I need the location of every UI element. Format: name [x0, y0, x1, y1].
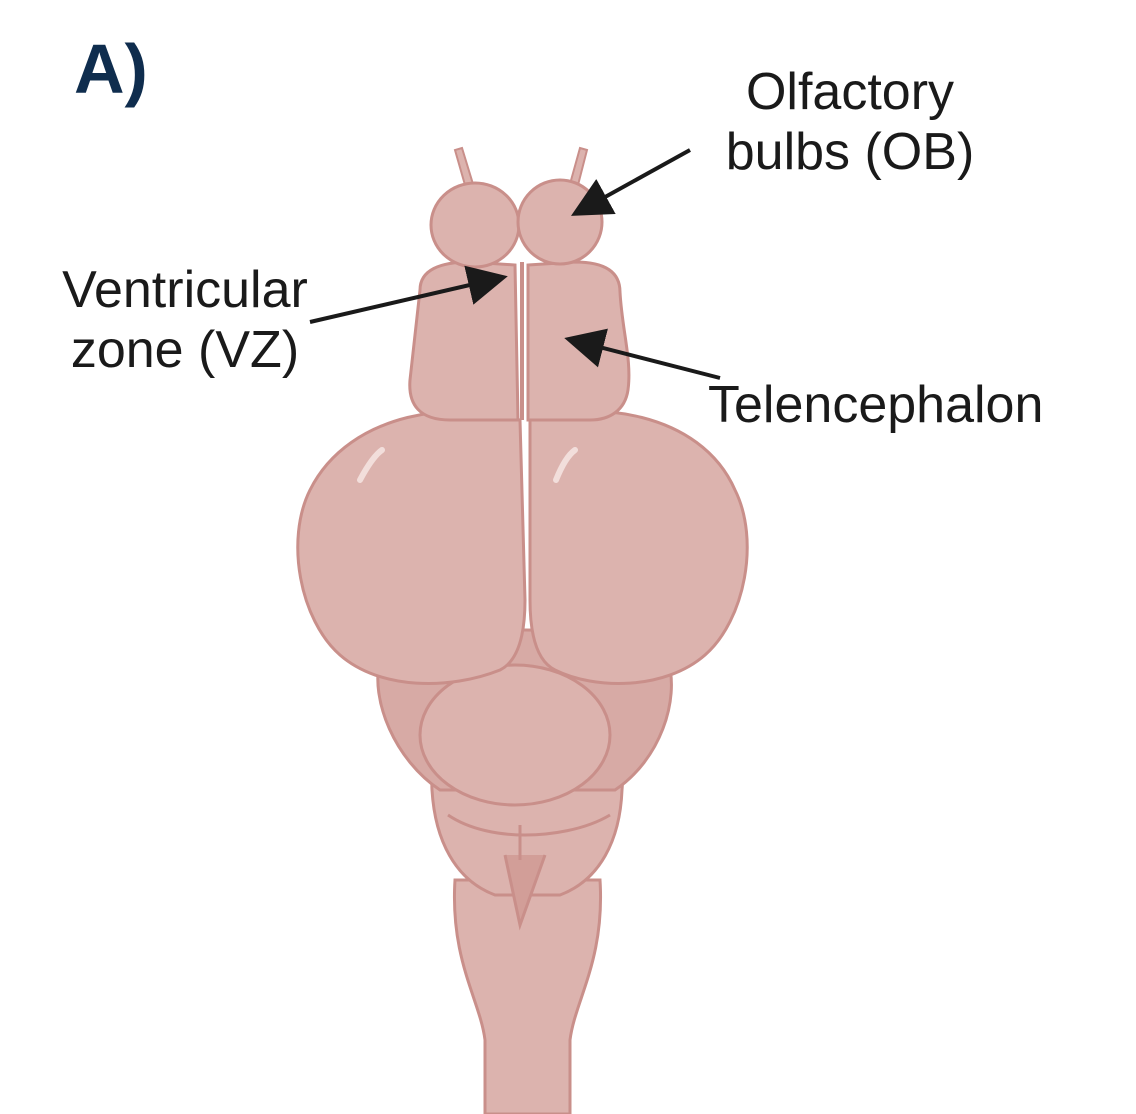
- brainstem: [454, 880, 600, 1114]
- olfactory-bulbs-label: Olfactory bulbs (OB): [700, 62, 1000, 182]
- ventricular-label-line2: zone (VZ): [30, 320, 340, 380]
- panel-label: A): [74, 34, 148, 104]
- telencephalon-lobes: [410, 262, 629, 420]
- olfactory-label-line2: bulbs (OB): [700, 122, 1000, 182]
- ventricular-label-line1: Ventricular: [30, 260, 340, 320]
- telencephalon-label: Telencephalon: [708, 375, 1043, 435]
- ventricular-zone-label: Ventricular zone (VZ): [30, 260, 340, 380]
- olfactory-label-line1: Olfactory: [700, 62, 1000, 122]
- olfactory-arrow: [578, 150, 690, 212]
- olfactory-bulbs: [431, 148, 602, 267]
